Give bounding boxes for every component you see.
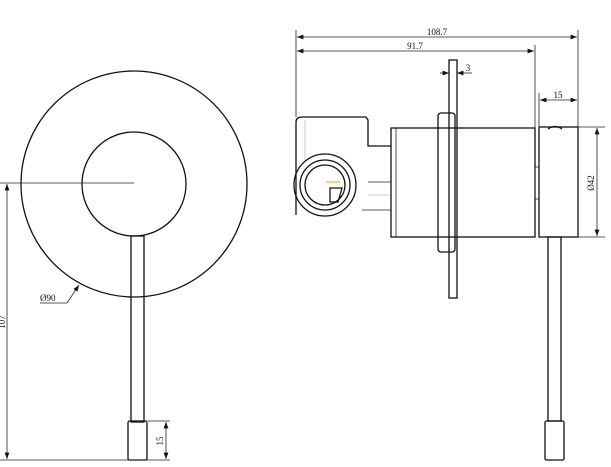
plate-thickness-label: 3 [466,63,471,73]
cover-plate [20,70,248,298]
handle-hub [81,131,187,237]
knob-length-label: 15 [155,436,165,446]
inlet-bore [304,164,346,206]
handle-body [538,126,579,238]
front-view: 107 15 Ø90 [0,70,248,461]
side-lever [547,236,562,422]
flange [437,112,456,253]
body-length-label: 91.7 [407,41,423,51]
overall-length-label: 108.7 [427,27,448,37]
height-label: 107 [0,315,7,329]
inlet-insert [329,187,343,203]
plate-diameter-label: Ø90 [40,293,56,303]
diameter-leader [40,284,80,304]
valve-body [390,127,536,238]
side-lever-knob [544,420,565,461]
cover-plate-side [448,59,458,299]
side-view: 108.7 91.7 3 15 Ø42 [293,27,605,461]
handle-length-label: 15 [554,90,564,100]
lever-knob [127,420,148,461]
body-diameter-label: Ø42 [586,175,596,191]
lever [130,235,145,423]
inlet-ring-inner [299,159,351,211]
inlet-ring [293,153,357,217]
handle-screw [547,125,563,130]
mounting-bracket [295,116,391,215]
